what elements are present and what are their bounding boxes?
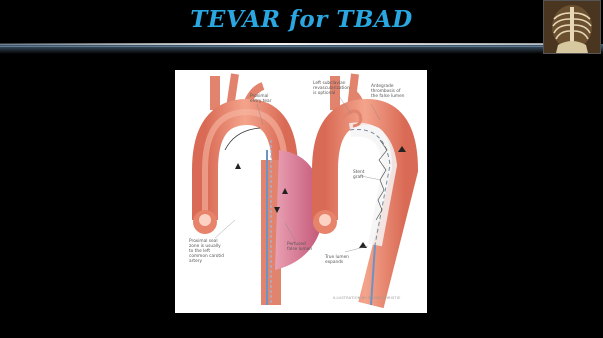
left-aorta-dissected: [193, 74, 323, 305]
label-proximal-entry-tear: Proximal entry tear: [250, 93, 272, 104]
label-antegrade-thrombosis: Antegrade thrombosis of the false lumen: [371, 83, 405, 99]
illustration-credit: ILLUSTRATION BY BRYAN CHRISTIE: [333, 296, 401, 300]
slide-title: TEVAR for TBAD: [0, 6, 603, 33]
label-true-lumen-expands: True lumen expands: [324, 254, 350, 265]
label-proximal-seal-zone: Proximal seal zone is usually to the lef…: [189, 238, 225, 264]
label-stent-graft: Stent graft: [353, 169, 366, 180]
right-aorta-stented: [313, 74, 406, 305]
chest-xray-icon: [543, 0, 601, 54]
tevar-illustration: Proximal entry tear Proximal seal zone i…: [175, 70, 427, 313]
label-left-subclavian: Left subclavian revascularization is opt…: [313, 80, 351, 96]
